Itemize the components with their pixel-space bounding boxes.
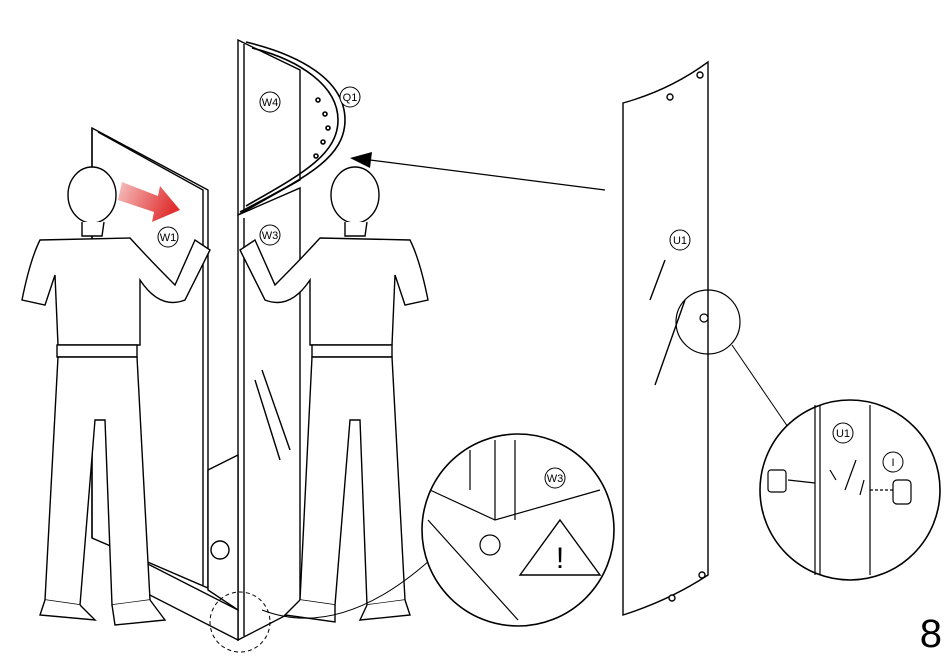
label-w1: W1 bbox=[158, 227, 178, 247]
knob-outer bbox=[768, 470, 786, 492]
placement-arrow bbox=[350, 152, 605, 190]
svg-text:W3: W3 bbox=[547, 473, 564, 485]
warning-symbol: ! bbox=[556, 542, 564, 575]
svg-text:U1: U1 bbox=[673, 235, 687, 247]
knob-small bbox=[700, 314, 708, 322]
label-u1: U1 bbox=[670, 230, 690, 250]
panel-u1 bbox=[623, 62, 708, 615]
svg-text:I: I bbox=[891, 457, 894, 469]
label-w3: W3 bbox=[260, 225, 280, 245]
detail-circle-w3: ! bbox=[422, 434, 614, 626]
panel-w4 bbox=[238, 40, 300, 215]
label-i: I bbox=[883, 452, 903, 472]
label-u1-detail: U1 bbox=[833, 423, 853, 443]
label-w4: W4 bbox=[260, 92, 280, 112]
svg-text:W1: W1 bbox=[160, 232, 177, 244]
svg-text:W4: W4 bbox=[262, 97, 279, 109]
svg-text:W3: W3 bbox=[262, 230, 279, 242]
svg-text:Q1: Q1 bbox=[343, 92, 358, 104]
knob-cap-i bbox=[893, 480, 911, 504]
step-number: 8 bbox=[920, 614, 942, 654]
svg-text:U1: U1 bbox=[836, 428, 850, 440]
label-w3-detail: W3 bbox=[545, 468, 565, 488]
label-q1: Q1 bbox=[340, 87, 360, 107]
magnifier-leader bbox=[732, 345, 790, 430]
